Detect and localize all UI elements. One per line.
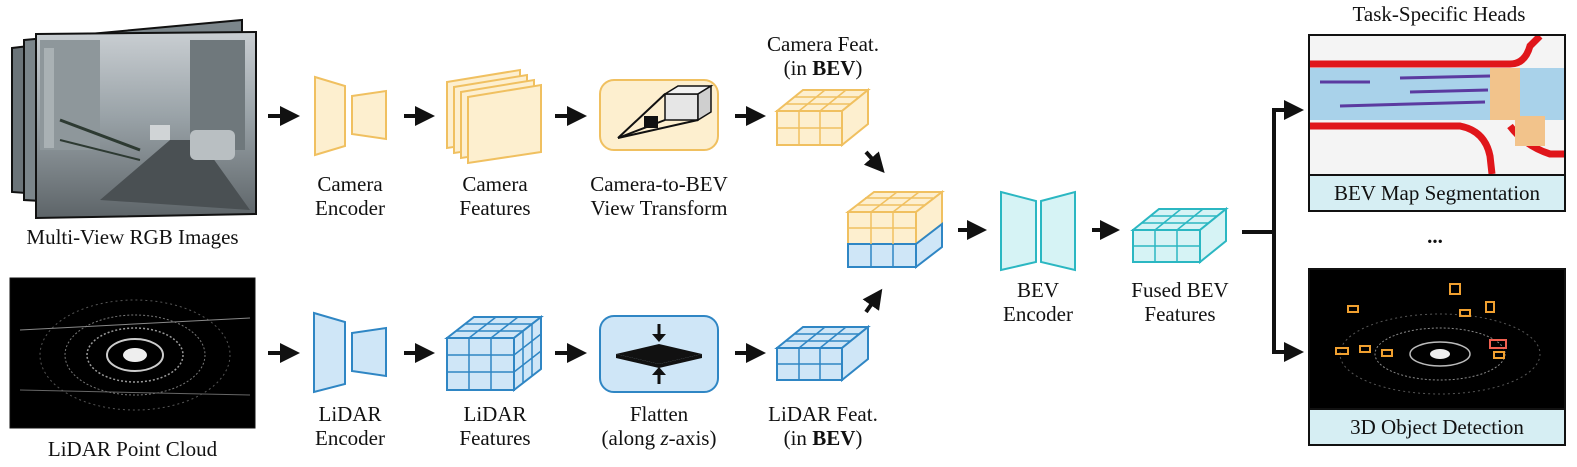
lidar-bev-feat-paren-close: )	[855, 426, 863, 450]
camera-features-line2: Features	[459, 196, 531, 220]
flatten-line2: (along z-axis)	[584, 426, 734, 450]
lidar-cloud-label: LiDAR Point Cloud	[47, 437, 218, 461]
lidar-features-line2: Features	[459, 426, 531, 450]
bev-encoder-line2: Encoder	[1003, 302, 1073, 326]
lidar-bev-feat-label: LiDAR Feat. (in BEV)	[760, 402, 886, 450]
lidar-point-cloud-image	[9, 277, 256, 429]
concat-feat-shape	[845, 189, 945, 270]
camera-bev-feat-line2: (in BEV)	[760, 56, 886, 80]
lidar-features-label: LiDAR Features	[445, 402, 545, 450]
lidar-features-line1: LiDAR	[463, 402, 527, 426]
lidar-encoder-line2: Encoder	[315, 426, 385, 450]
camera-encoder-shape	[314, 75, 387, 157]
flatten-line1: Flatten	[629, 402, 689, 426]
bev-encoder-line1: BEV	[1017, 278, 1059, 302]
camera-encoder-label: Camera Encoder	[300, 172, 400, 220]
heads-title: Task-Specific Heads	[1352, 2, 1526, 26]
flatten-label: Flatten (along z-axis)	[584, 402, 734, 450]
lidar-encoder-label: LiDAR Encoder	[300, 402, 400, 450]
rgb-images-label: Multi-View RGB Images	[26, 225, 239, 249]
fused-bev-label: Fused BEV Features	[1120, 278, 1240, 326]
lidar-encoder-shape	[313, 311, 387, 394]
camera-bev-feat-line1: Camera Feat.	[767, 32, 879, 56]
camera-features-shape	[446, 68, 542, 165]
detection-image	[1310, 270, 1564, 408]
camera-bev-feat-paren-open: (in	[783, 56, 813, 80]
flatten-axis: z	[660, 426, 669, 450]
camera-bev-feat-label: Camera Feat. (in BEV)	[760, 32, 886, 80]
detection-caption: 3D Object Detection	[1310, 408, 1564, 444]
bev-encoder-label: BEV Encoder	[988, 278, 1088, 326]
lidar-bev-feat-line1: LiDAR Feat.	[768, 402, 878, 426]
camera-bev-feat-shape	[774, 87, 871, 148]
camera-features-line1: Camera	[462, 172, 528, 196]
heads-ellipsis: ...	[1427, 224, 1443, 248]
lidar-features-shape	[444, 314, 544, 393]
fused-bev-feat-shape	[1130, 206, 1229, 265]
camera-encoder-line1: Camera	[317, 172, 383, 196]
lidar-encoder-line1: LiDAR	[318, 402, 382, 426]
flatten-along: (along	[601, 426, 661, 450]
camera-encoder-line2: Encoder	[315, 196, 385, 220]
view-transform-shape	[599, 79, 719, 151]
detection-panel: 3D Object Detection	[1308, 268, 1566, 446]
camera-bev-feat-paren-close: )	[855, 56, 863, 80]
bev-encoder-shape	[1000, 190, 1076, 272]
lidar-bev-feat-shape	[774, 324, 871, 383]
map-segmentation-panel: BEV Map Segmentation	[1308, 34, 1566, 212]
flow-arrows	[268, 100, 1304, 363]
lidar-bev-feat-paren-open: (in	[783, 426, 813, 450]
camera-features-label: Camera Features	[445, 172, 545, 220]
fused-bev-line1: Fused BEV	[1131, 278, 1229, 302]
flatten-axis-suffix: -axis)	[668, 426, 717, 450]
rgb-images-stack	[11, 18, 257, 220]
map-segmentation-image	[1310, 36, 1564, 174]
lidar-bev-feat-line2: (in BEV)	[760, 426, 886, 450]
camera-bev-feat-bev: BEV	[812, 56, 856, 80]
view-transform-line1: Camera-to-BEV	[590, 172, 728, 196]
view-transform-label: Camera-to-BEV View Transform	[574, 172, 744, 220]
fused-bev-line2: Features	[1144, 302, 1216, 326]
map-segmentation-caption: BEV Map Segmentation	[1310, 174, 1564, 210]
view-transform-line2: View Transform	[590, 196, 728, 220]
lidar-bev-feat-bev: BEV	[812, 426, 856, 450]
flatten-shape	[599, 315, 719, 393]
